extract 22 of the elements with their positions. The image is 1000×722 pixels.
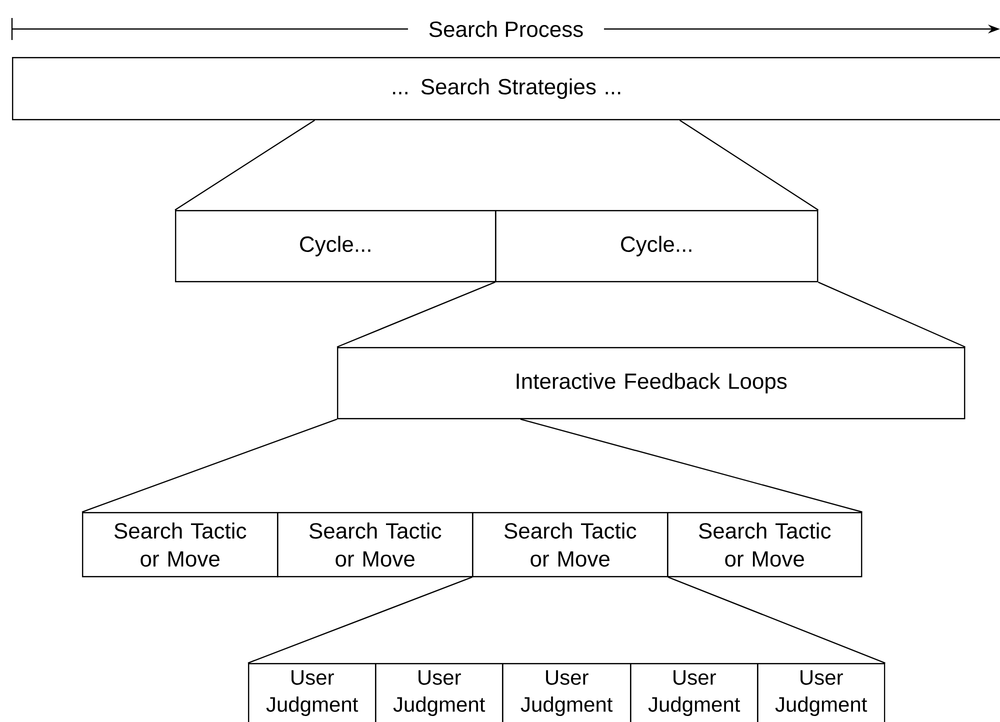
process-box: User Judgment [248,663,376,722]
process-box: User Judgment [502,663,632,722]
process-box: Cycle... [175,210,496,282]
zoom-line [668,576,886,664]
zoom-line [174,120,316,210]
zoom-line [336,282,496,348]
process-box: User Judgment [757,663,886,722]
zoom-line [679,120,819,210]
process-box: User Judgment [630,663,758,722]
process-box: Interactive Feedback Loops [337,347,966,420]
process-box: ... Search Strategies ... [12,57,1000,120]
process-box: User Judgment [375,663,504,722]
timeline-label: Search Process [429,20,583,38]
zoom-line [818,282,966,348]
process-box: Search Tactic or Move [667,512,862,578]
process-box: Cycle... [495,210,818,282]
process-box: Search Tactic or Move [472,512,668,578]
process-box: Search Tactic or Move [82,512,278,578]
zoom-line [520,418,862,513]
zoom-line [82,418,338,513]
zoom-line [248,576,472,664]
process-box: Search Tactic or Move [277,512,474,578]
